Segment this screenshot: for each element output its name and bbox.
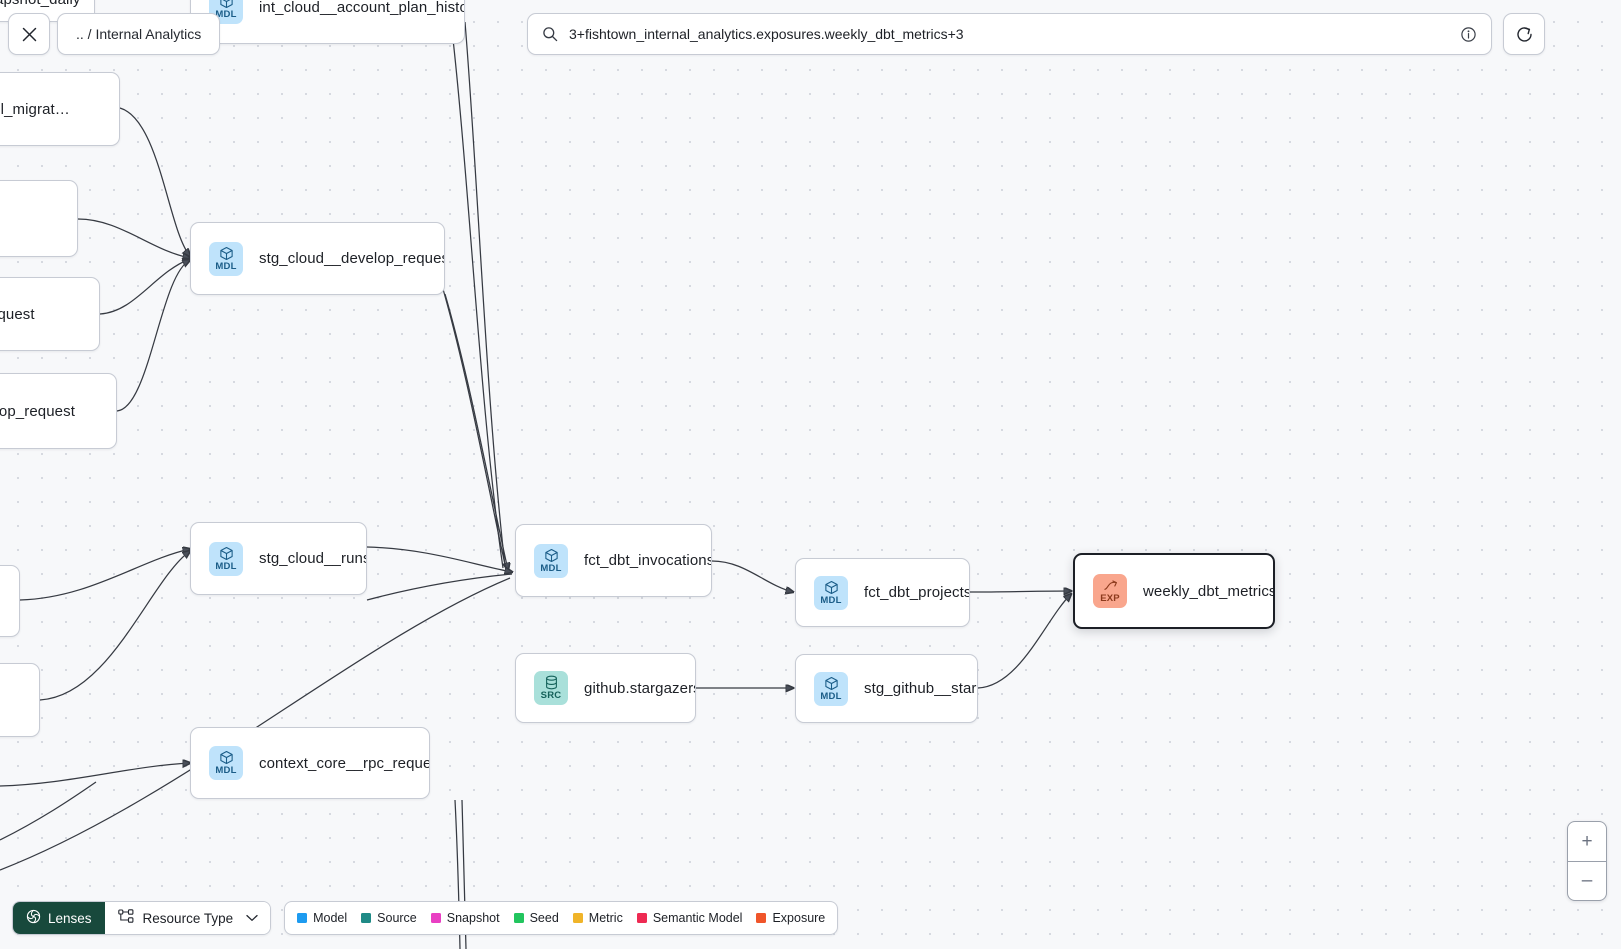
badge-label: MDL [540,562,562,574]
mdl-badge: MDL [209,746,243,780]
node-label: github.stargazers [584,679,696,697]
badge-label: MDL [820,594,842,606]
badge-label: MDL [215,260,237,272]
mdl-badge: MDL [209,241,243,276]
breadcrumb-label: .. / Internal Analytics [76,26,202,42]
legend-item[interactable]: Source [361,911,417,925]
node-label: snapshot_daily [0,0,80,8]
legend-swatch-icon [756,913,767,923]
lineage-node[interactable]: MDLmulticell_migrat… [0,72,120,146]
badge-label: MDL [215,9,237,21]
lineage-node[interactable]: MDL fct_dbt_invocations [515,524,712,597]
search-icon [542,26,558,42]
legend-swatch-icon [513,913,524,923]
exp-badge: EXP [1093,574,1127,608]
lenses-label: Lenses [48,910,92,926]
badge-label: MDL [215,560,237,572]
resource-type-button[interactable]: Resource Type [104,902,271,934]
zoom-controls: + – [1567,821,1607,901]
legend-swatch-icon [430,913,441,923]
mdl-badge: MDL [814,671,848,706]
node-label: context_core__rpc_request [259,754,430,772]
bottom-toolbar: Lenses Resource Type [12,901,839,935]
aperture-icon [26,909,41,927]
lenses-group: Lenses Resource Type [12,901,272,935]
badge-label: MDL [820,690,842,702]
lineage-node[interactable]: MDL….run [0,663,40,737]
legend-item[interactable]: Semantic Model [636,911,743,925]
node-label: stg_cloud__develop_requests [259,250,445,267]
lineage-node[interactable]: SRC github.stargazers [515,653,696,723]
legend-item[interactable]: Exposure [756,911,825,925]
lenses-button[interactable]: Lenses [13,902,105,934]
lineage-node[interactable]: MDL int_cloud__account_plan_history [190,0,465,44]
legend-item[interactable]: Metric [572,911,623,925]
zoom-in-button[interactable]: + [1581,830,1593,852]
lineage-node[interactable]: EXP weekly_dbt_metrics [1073,553,1275,629]
breadcrumb[interactable]: .. / Internal Analytics [57,13,221,55]
node-label: weekly_dbt_metrics [1143,582,1275,600]
mdl-badge: MDL [814,575,848,610]
src-badge: SRC [534,671,568,705]
node-label: int_cloud__account_plan_history [259,0,465,16]
badge-label: SRC [540,690,562,702]
node-label: …_develop_request [0,402,75,420]
mdl-badge: MDL [534,543,568,578]
legend-label: Snapshot [446,911,500,925]
node-label: fct_dbt_projects [864,584,970,601]
refresh-icon [1516,26,1532,42]
search-bar[interactable] [527,13,1492,55]
node-label: stg_github__stars [864,680,978,697]
legend-swatch-icon [361,913,372,923]
legend-swatch-icon [572,913,583,923]
badge-label: MDL [215,765,237,777]
close-icon [22,27,36,41]
legend-label: Seed [529,911,559,925]
lineage-node[interactable]: MDL fct_dbt_projects [795,558,970,627]
search-input[interactable] [569,26,1450,42]
legend-label: Model [313,911,348,925]
info-icon[interactable] [1460,26,1477,43]
node-label: fct_dbt_invocations [584,552,712,569]
badge-label: EXP [1100,593,1120,605]
lineage-node[interactable]: MDL context_core__rpc_request [190,727,430,799]
legend-item[interactable]: Snapshot [430,911,500,925]
legend-label: Metric [588,911,623,925]
legend-item[interactable]: Seed [513,911,559,925]
resource-type-icon [117,909,134,927]
lineage-node[interactable]: MDL stg_github__stars [795,654,978,723]
mdl-badge: MDL [209,0,243,24]
legend-label: Source [377,911,417,925]
close-button[interactable] [8,13,50,55]
lineage-node[interactable]: MDL stg_cloud__develop_requests [190,222,445,295]
lineage-node[interactable]: MDL…n [0,565,20,637]
resource-type-label: Resource Type [142,910,234,926]
mdl-badge: MDL [209,541,243,576]
resource-type-legend: Model Source Snapshot Seed Metric Semantic Mo… [284,901,839,935]
legend-label: Exposure [772,911,826,925]
lineage-node[interactable]: MDL…_develop_request [0,373,117,449]
legend-swatch-icon [297,913,308,923]
legend-swatch-icon [636,913,647,923]
node-label: stg_cloud__runs [259,550,367,567]
node-label: multicell_migrat… [0,100,70,118]
chevron-down-icon [246,914,258,922]
top-toolbar: .. / Internal Analytics [0,0,1621,62]
lineage-node[interactable]: MDL stg_cloud__runs [190,522,367,595]
node-label: …velop_request [0,305,35,323]
refresh-button[interactable] [1503,13,1545,55]
lineage-node[interactable]: MDL…p_request [0,180,78,257]
zoom-out-button[interactable]: – [1568,861,1606,900]
legend-item[interactable]: Model [297,911,347,925]
legend-label: Semantic Model [652,911,743,925]
lineage-node[interactable]: MDL…velop_request [0,277,100,351]
